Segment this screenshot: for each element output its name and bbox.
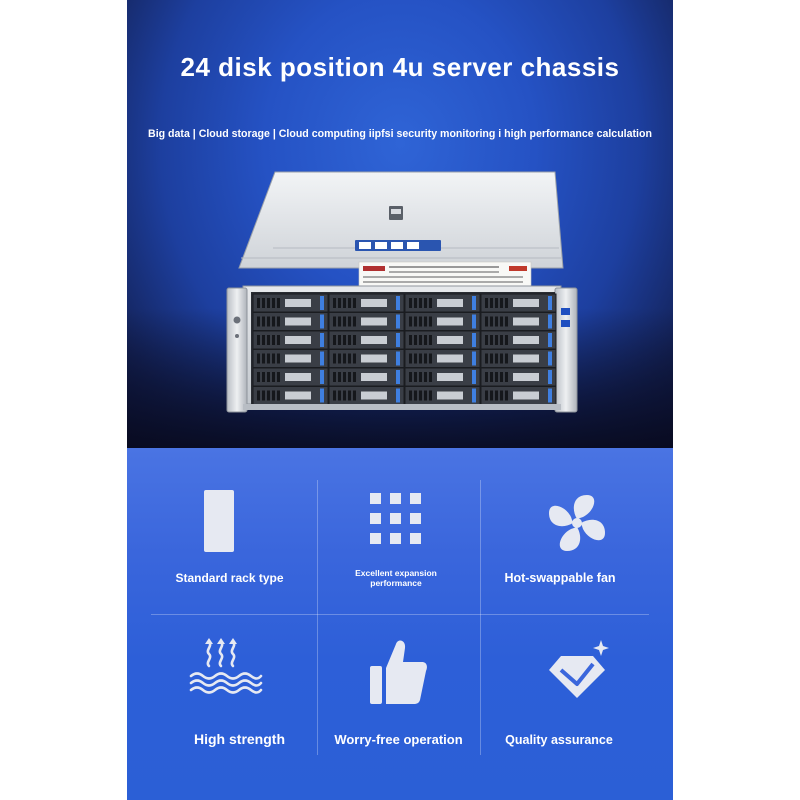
drive-bay: [252, 386, 329, 405]
drive-bay: [328, 293, 405, 313]
fan-icon: [549, 495, 605, 551]
drive-bay: [328, 349, 405, 368]
heat-wave-icon: [189, 638, 263, 694]
divider: [151, 614, 649, 615]
diamond-icon: [549, 640, 609, 698]
drive-bay: [480, 367, 557, 387]
drive-bay: [480, 312, 557, 331]
rack-icon: [204, 490, 234, 552]
drive-bay: [252, 293, 329, 313]
divider: [317, 480, 318, 615]
divider: [317, 615, 318, 755]
divider: [480, 480, 481, 615]
drive-bay: [480, 293, 557, 313]
thumbs-up-icon: [370, 640, 427, 704]
grid-icon: [370, 493, 421, 544]
drive-bay: [328, 367, 405, 387]
drive-bay: [252, 349, 329, 368]
drive-bay: [404, 312, 481, 331]
page-title: 24 disk position 4u server chassis: [180, 52, 620, 82]
drive-bay: [252, 330, 329, 350]
drive-bay: [252, 367, 329, 387]
drive-bay: [480, 349, 557, 368]
feature-label-fan: Hot-swappable fan: [504, 571, 616, 585]
server-chassis-image: [226, 171, 578, 413]
drive-bay: [328, 312, 405, 331]
page-subtitle: Big data | Cloud storage | Cloud computi…: [148, 128, 652, 140]
feature-label-rack: Standard rack type: [175, 571, 284, 585]
drive-bay: [404, 386, 481, 405]
product-poster: 24 disk position 4u server chassis Big d…: [127, 0, 673, 800]
feature-label-strength: High strength: [194, 731, 285, 747]
feature-label-quality: Quality assurance: [505, 733, 613, 747]
drive-bay: [404, 349, 481, 368]
feature-label-expansion: Excellent expansion performance: [355, 568, 437, 588]
drive-bay: [404, 367, 481, 387]
drive-bay: [252, 312, 329, 331]
drive-bay: [404, 330, 481, 350]
feature-label-operation: Worry-free operation: [334, 732, 463, 747]
features-section: Standard rack type Excellent expansion p…: [127, 448, 673, 800]
drive-bay: [328, 386, 405, 405]
drive-bay: [480, 330, 557, 350]
drive-bay: [328, 330, 405, 350]
drive-bay: [404, 293, 481, 313]
drive-bay: [480, 386, 557, 405]
divider: [480, 615, 481, 755]
